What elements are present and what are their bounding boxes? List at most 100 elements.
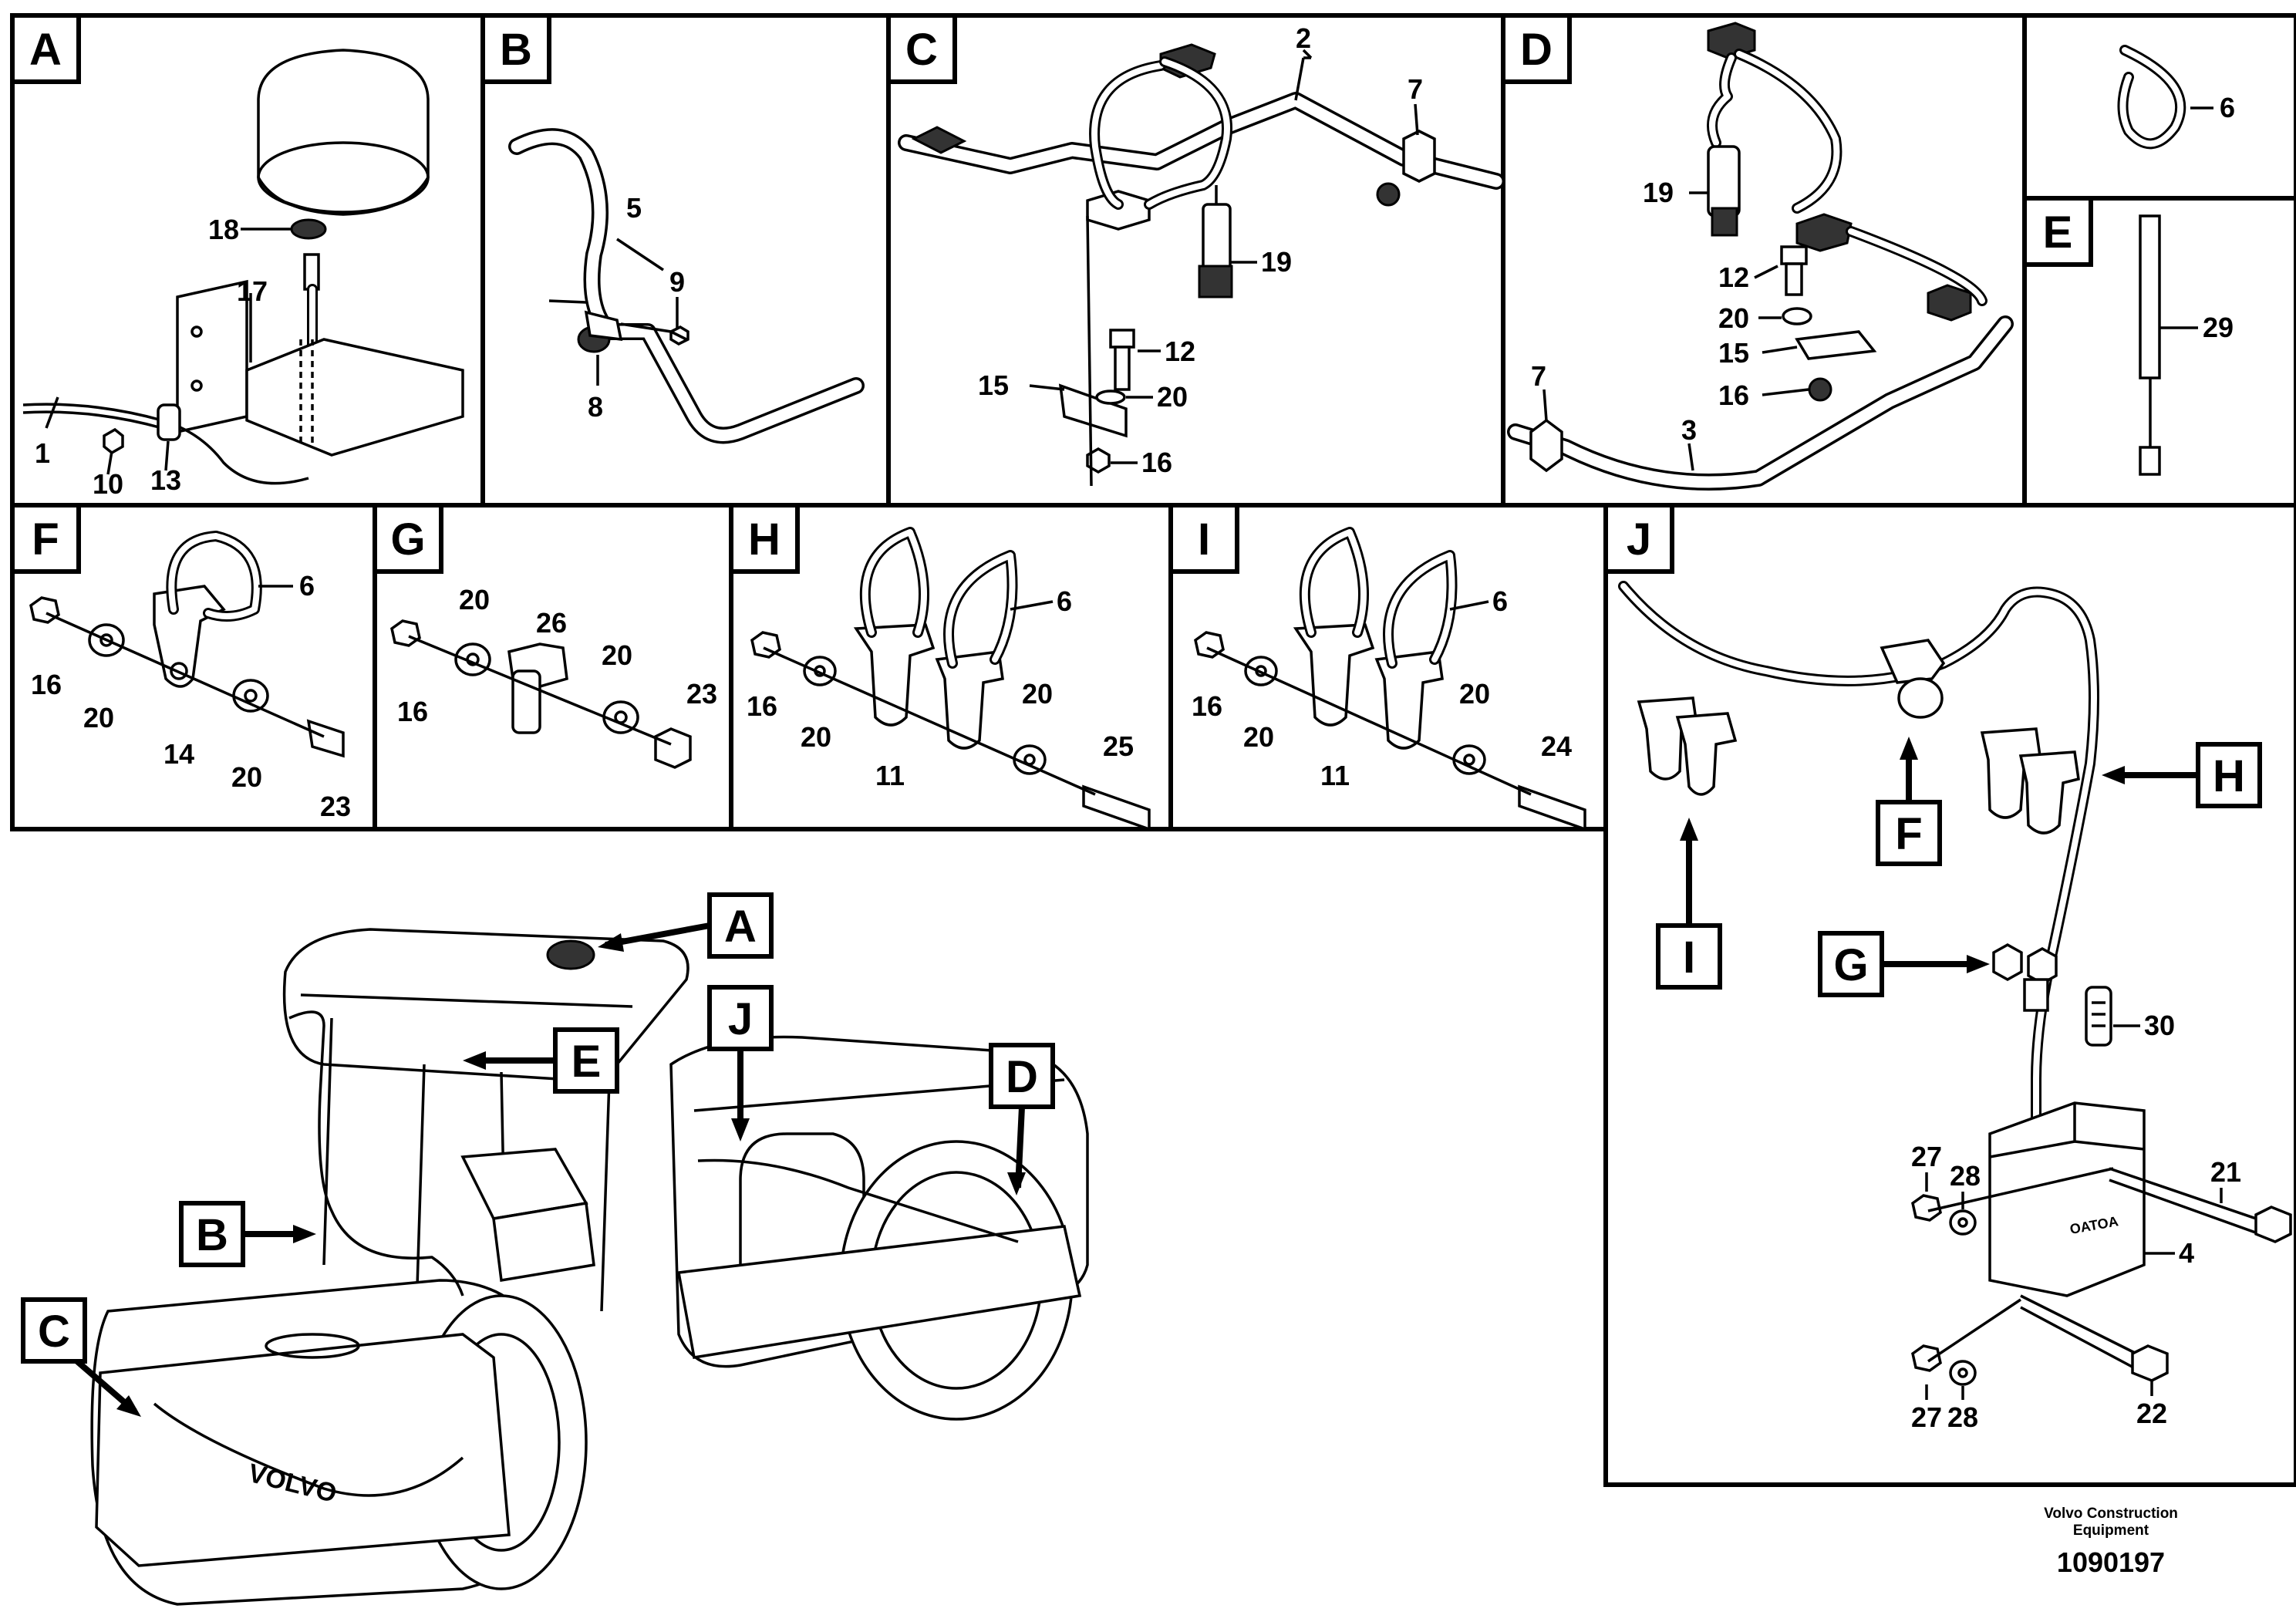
- svg-text:26: 26: [536, 607, 567, 639]
- svg-text:16: 16: [31, 669, 62, 700]
- svg-text:16: 16: [397, 696, 428, 727]
- svg-text:8: 8: [588, 391, 603, 423]
- publisher-line-2: Equipment: [2072, 1523, 2149, 1539]
- svg-text:C: C: [905, 25, 938, 75]
- svg-text:20: 20: [1022, 678, 1053, 710]
- svg-text:20: 20: [1718, 302, 1749, 334]
- svg-text:19: 19: [1261, 246, 1292, 278]
- svg-text:27: 27: [1911, 1141, 1942, 1172]
- overview-roller-drawing: VOLVO A J E D B: [21, 892, 1089, 1606]
- svg-text:16: 16: [1141, 447, 1172, 478]
- svg-text:23: 23: [320, 791, 351, 822]
- panel-i-drawing: 6 16 20 20 11 24: [1192, 527, 1586, 831]
- sensor-housing: [1988, 1101, 2146, 1297]
- svg-text:B: B: [500, 25, 532, 75]
- svg-text:E: E: [571, 1037, 602, 1087]
- panel-tag-j: J: [1603, 503, 1674, 574]
- svg-text:24: 24: [1541, 730, 1572, 762]
- svg-text:18: 18: [208, 214, 239, 245]
- svg-text:D: D: [1006, 1052, 1038, 1102]
- svg-text:20: 20: [83, 702, 114, 733]
- svg-text:25: 25: [1103, 730, 1134, 762]
- svg-text:13: 13: [150, 464, 181, 496]
- svg-text:22: 22: [2136, 1398, 2167, 1429]
- panel-tag-f: F: [10, 503, 81, 574]
- svg-text:3: 3: [1681, 414, 1697, 446]
- panel-e-drawing: 29: [2139, 214, 2234, 476]
- svg-text:28: 28: [1947, 1401, 1978, 1433]
- svg-text:A: A: [724, 902, 757, 952]
- svg-text:11: 11: [875, 760, 905, 791]
- svg-text:G: G: [390, 514, 425, 565]
- antenna-dome: [257, 49, 430, 216]
- svg-text:H: H: [748, 514, 781, 565]
- panel-b-drawing: 5 9 8: [508, 128, 865, 444]
- svg-text:6: 6: [1057, 585, 1072, 617]
- svg-text:B: B: [196, 1210, 228, 1260]
- svg-text:20: 20: [1459, 678, 1490, 710]
- svg-text:14: 14: [164, 738, 194, 770]
- detail-tag-h: H: [2102, 742, 2262, 808]
- svg-text:1: 1: [35, 437, 50, 469]
- svg-text:20: 20: [602, 639, 632, 671]
- panel-g-drawing: 20 26 20 23 16: [390, 584, 717, 769]
- svg-text:6: 6: [1492, 585, 1508, 617]
- svg-text:7: 7: [1408, 73, 1423, 105]
- svg-text:15: 15: [978, 369, 1009, 401]
- panel-tag-g: G: [373, 503, 443, 574]
- svg-text:21: 21: [2210, 1156, 2241, 1188]
- svg-text:16: 16: [1718, 379, 1749, 411]
- overview-tag-e: E: [463, 1027, 619, 1094]
- svg-text:7: 7: [1531, 360, 1546, 392]
- panel-d-drawing: 19 12 20 15 16 7 3: [1507, 22, 2014, 491]
- svg-text:15: 15: [1718, 337, 1749, 369]
- svg-text:2: 2: [1296, 22, 1311, 54]
- panel-tag-i: I: [1168, 503, 1239, 574]
- overview-tag-b: B: [179, 1201, 316, 1267]
- svg-text:F: F: [1895, 809, 1922, 859]
- panel-j-drawing: OATOA 30 27 28 21 4 27 28 22 I: [1618, 581, 2292, 1433]
- detail-tag-i: I: [1656, 818, 1722, 990]
- detail-tag-g: G: [1818, 931, 1990, 997]
- svg-text:20: 20: [1157, 381, 1188, 413]
- svg-text:J: J: [1627, 514, 1651, 565]
- svg-text:16: 16: [1192, 690, 1222, 722]
- svg-text:27: 27: [1911, 1401, 1942, 1433]
- panel-c-drawing: 2 7 19 12 15 20 16: [898, 22, 1505, 487]
- panel-frames: [10, 13, 2296, 1487]
- svg-text:20: 20: [1243, 721, 1274, 753]
- overview-tag-d: D: [989, 1043, 1055, 1195]
- svg-text:20: 20: [231, 761, 262, 793]
- svg-text:20: 20: [459, 584, 490, 615]
- panel-tie-drawing: 6: [2117, 45, 2235, 150]
- svg-text:20: 20: [801, 721, 831, 753]
- svg-text:30: 30: [2144, 1010, 2175, 1041]
- svg-text:28: 28: [1950, 1160, 1981, 1192]
- svg-text:29: 29: [2203, 312, 2234, 343]
- svg-text:C: C: [38, 1307, 70, 1357]
- footer-publisher: Volvo Construction Equipment: [2018, 1506, 2203, 1539]
- svg-text:19: 19: [1643, 177, 1674, 208]
- panel-tag-b: B: [480, 13, 551, 84]
- panel-f-drawing: 6 16 20 14 20 23: [29, 531, 351, 822]
- svg-text:16: 16: [747, 690, 777, 722]
- svg-text:10: 10: [93, 468, 123, 500]
- svg-text:17: 17: [237, 275, 268, 307]
- svg-text:6: 6: [299, 570, 315, 602]
- svg-text:12: 12: [1165, 336, 1195, 367]
- svg-text:6: 6: [2220, 92, 2235, 123]
- svg-text:I: I: [1198, 514, 1210, 565]
- svg-text:11: 11: [1320, 760, 1350, 791]
- panel-tag-d: D: [1501, 13, 1572, 84]
- panel-a-drawing: 18 17 1 10 13: [22, 49, 464, 500]
- svg-text:23: 23: [686, 678, 717, 710]
- panel-tag-e: E: [2022, 196, 2093, 267]
- svg-text:E: E: [2043, 207, 2073, 258]
- overview-tag-j: J: [707, 985, 774, 1141]
- detail-tag-f: F: [1876, 737, 1942, 866]
- svg-text:5: 5: [626, 192, 642, 224]
- svg-text:H: H: [2213, 751, 2245, 801]
- publisher-line-1: Volvo Construction: [2044, 1506, 2178, 1522]
- overview-tag-c: C: [21, 1297, 141, 1417]
